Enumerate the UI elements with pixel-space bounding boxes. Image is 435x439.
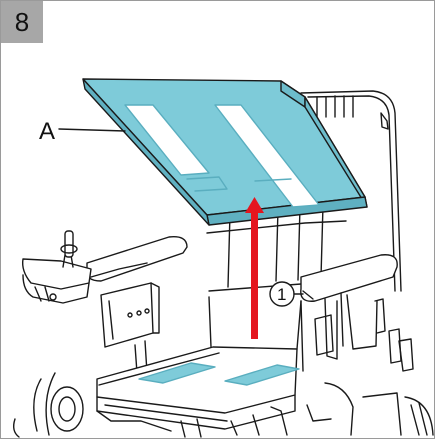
step-number-box: 8 xyxy=(1,1,43,43)
callout-1-text: 1 xyxy=(277,285,286,304)
part-label-a: A xyxy=(39,118,56,145)
lift-arrow xyxy=(245,197,264,339)
label-a-leader-line xyxy=(58,128,126,132)
right-armrest xyxy=(300,254,414,372)
left-armrest-joystick xyxy=(21,230,188,374)
seat-velcro-strip-right xyxy=(224,364,300,386)
cushion-a xyxy=(82,78,368,226)
seat-velcro-strip-left xyxy=(138,362,216,384)
seat-pan xyxy=(96,296,302,430)
chassis-and-wheels xyxy=(12,372,434,438)
step-number: 8 xyxy=(14,6,30,37)
